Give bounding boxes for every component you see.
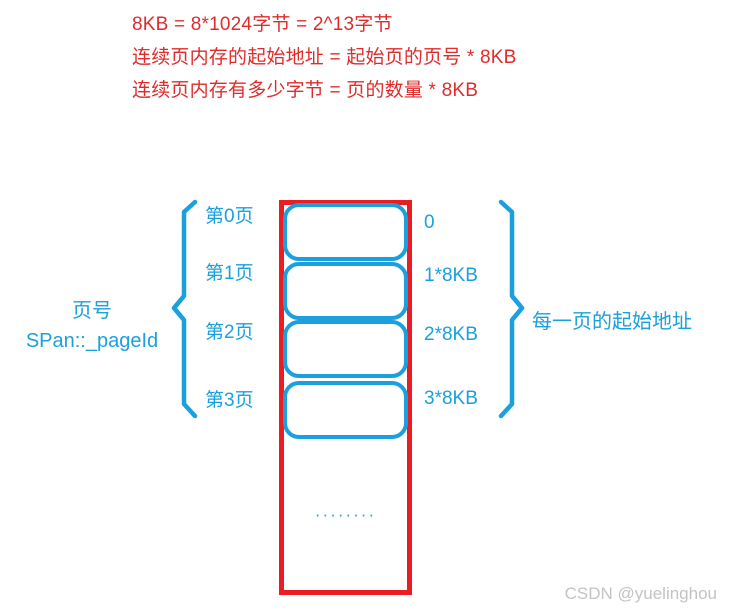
continuation-ellipsis: ········ — [314, 505, 377, 524]
address-label-2: 2*8KB — [424, 324, 478, 345]
formula-block: 8KB = 8*1024字节 = 2^13字节 连续页内存的起始地址 = 起始页… — [132, 8, 652, 107]
formula-line-1: 8KB = 8*1024字节 = 2^13字节 — [132, 14, 393, 35]
page-box-2 — [283, 320, 408, 378]
left-group-label-line2: SPan::_pageId — [25, 330, 159, 352]
formula-line-2: 连续页内存的起始地址 = 起始页的页号 * 8KB — [132, 47, 517, 68]
address-label-3: 3*8KB — [424, 388, 478, 409]
address-label-0: 0 — [424, 212, 435, 233]
page-label-2: 第2页 — [205, 322, 254, 343]
left-group-label: 页号 SPan::_pageId — [8, 296, 176, 356]
page-box-1 — [283, 262, 408, 320]
right-group-label: 每一页的起始地址 — [532, 311, 692, 333]
page-label-3: 第3页 — [205, 390, 254, 411]
page-box-3 — [283, 381, 408, 439]
address-label-1: 1*8KB — [424, 265, 478, 286]
page-box-0 — [283, 203, 408, 261]
page-label-0: 第0页 — [205, 206, 254, 227]
formula-line-3: 连续页内存有多少字节 = 页的数量 * 8KB — [132, 80, 479, 101]
page-label-1: 第1页 — [205, 263, 254, 284]
csdn-watermark: CSDN @yuelinghou — [564, 584, 717, 603]
right-brace-icon — [498, 199, 525, 419]
left-brace-icon — [171, 199, 198, 419]
left-group-label-line1: 页号 — [72, 300, 112, 322]
